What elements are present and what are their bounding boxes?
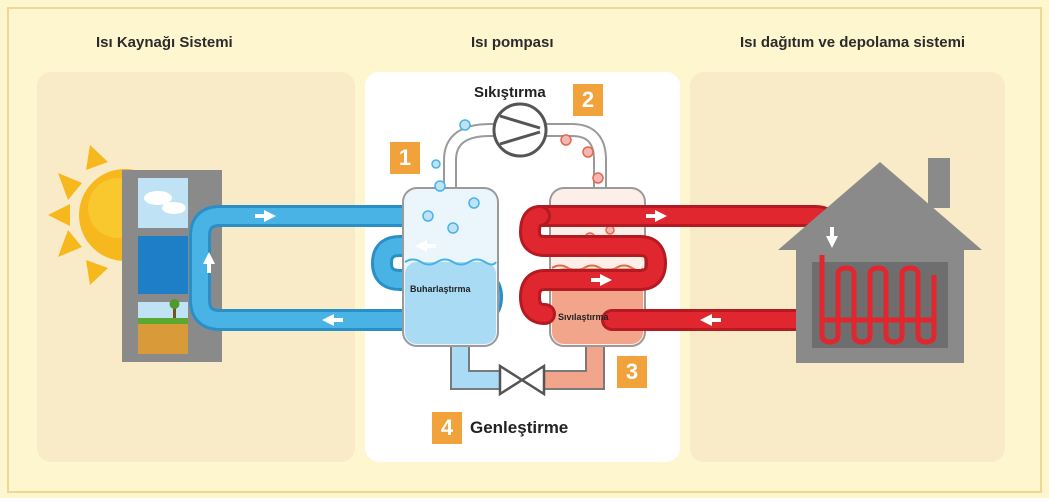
expansion-label: Genleştirme <box>470 418 569 437</box>
evaporation-label: Buharlaştırma <box>410 284 471 294</box>
condensation-label: Sıvılaştırma <box>558 312 609 322</box>
arrow-left-icon <box>322 314 334 326</box>
house-icon <box>778 158 982 363</box>
stage-badge-3: 3 <box>617 356 647 388</box>
floor-heating-coil <box>819 255 937 345</box>
evaporator-vessel <box>402 119 499 347</box>
arrow-left-icon <box>700 314 712 326</box>
flow-arrows <box>203 210 838 326</box>
expansion-valve-icon <box>498 363 546 397</box>
source-system-title: Isı Kaynağı Sistemi <box>96 34 233 51</box>
stage-badge-1: 1 <box>390 142 420 174</box>
refrigerant-circuit <box>443 123 607 390</box>
heat-pump-title: Isı pompası <box>471 34 554 51</box>
arrow-left-icon <box>415 240 427 252</box>
arrow-up-icon <box>203 252 215 264</box>
stage-badge-4: 4 <box>432 412 462 444</box>
arrow-down-icon <box>826 236 838 248</box>
distribution-system-title: Isı dağıtım ve depolama sistemi <box>740 34 966 51</box>
compression-label: Sıkıştırma <box>474 84 546 101</box>
stage-badge-2: 2 <box>573 84 603 116</box>
arrow-right-icon <box>264 210 276 222</box>
water-source <box>138 236 188 294</box>
tree-icon <box>169 299 180 309</box>
frame-border <box>7 7 1042 493</box>
arrow-right-icon <box>655 210 667 222</box>
arrow-right-icon <box>600 274 612 286</box>
compressor-icon <box>492 102 548 158</box>
